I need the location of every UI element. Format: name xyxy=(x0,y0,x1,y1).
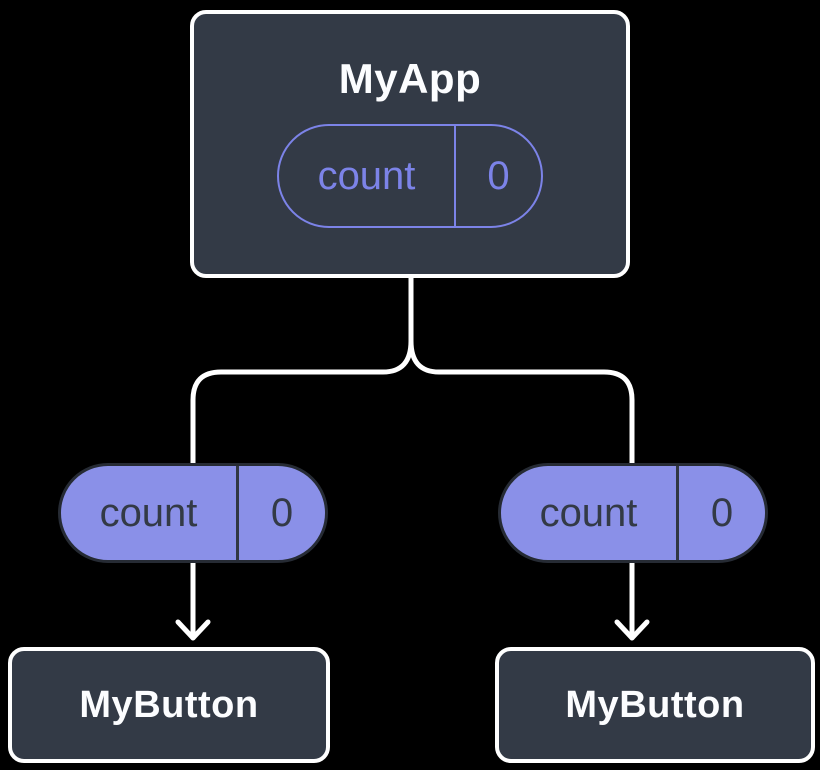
left-prop-name-label: count xyxy=(61,466,239,560)
right-prop-value-label: 0 xyxy=(710,490,734,535)
left-branch-line xyxy=(190,338,414,636)
left-arrow-down-icon xyxy=(175,619,211,641)
myapp-node: MyApp count 0 xyxy=(190,10,630,278)
state-name-label: count xyxy=(279,126,456,226)
myapp-title: MyApp xyxy=(338,55,482,102)
right-branch-line xyxy=(408,338,635,636)
right-prop-name-label: count xyxy=(501,466,679,560)
left-prop-value-label: 0 xyxy=(270,490,294,535)
state-value-label: 0 xyxy=(487,153,510,198)
right-arrow-down-icon xyxy=(614,619,650,641)
mybutton-right-title: MyButton xyxy=(565,683,745,726)
myapp-state-pill: count 0 xyxy=(277,124,543,228)
left-prop-pill: count 0 xyxy=(58,463,328,563)
mybutton-left-title: MyButton xyxy=(79,683,259,726)
right-prop-pill: count 0 xyxy=(498,463,768,563)
mybutton-node-right: MyButton xyxy=(495,647,815,763)
mybutton-node-left: MyButton xyxy=(8,647,330,763)
